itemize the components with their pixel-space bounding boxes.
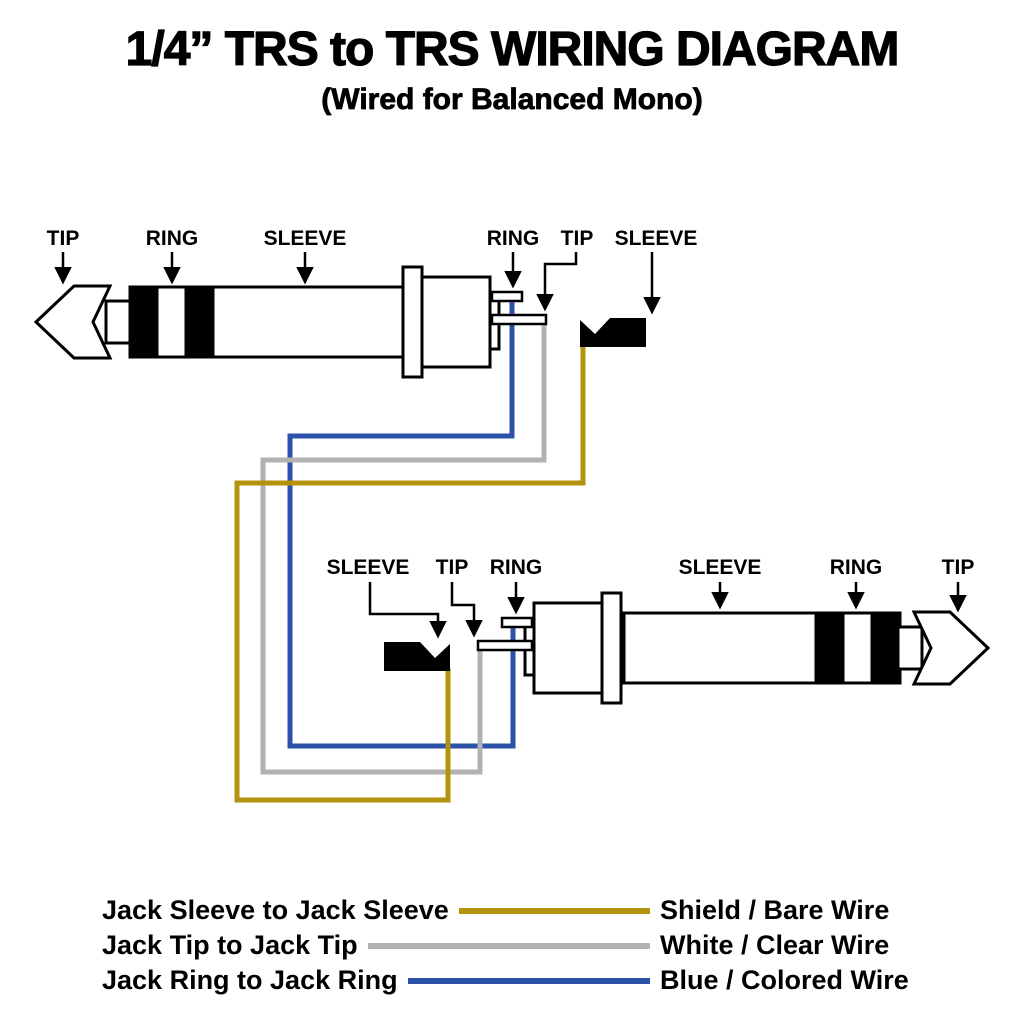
legend-white-wire-line [367, 942, 650, 949]
bottom-body [532, 601, 604, 695]
label-bottom-terminal-tip: TIP [436, 556, 469, 579]
legend-wire-type: Shield / Bare Wire [660, 895, 890, 925]
bottom-ring-band-2 [870, 611, 901, 685]
top-ring-band-1 [128, 285, 159, 359]
legend-connection: Jack Tip to Jack Tip [102, 930, 358, 960]
label-bottom-terminal-ring: RING [490, 556, 543, 579]
bottom-connector [384, 591, 991, 705]
legend-connection: Jack Ring to Jack Ring [102, 965, 398, 995]
wire-sleeve-to-sleeve [234, 344, 586, 803]
label-top-plug-sleeve: SLEEVE [264, 227, 347, 250]
bottom-collar [600, 591, 623, 705]
label-bottom-plug-tip: TIP [942, 556, 975, 579]
top-tip-terminal [490, 313, 548, 326]
top-ring-terminal [490, 290, 524, 303]
page-subtitle: (Wired for Balanced Mono) [321, 83, 703, 117]
label-bottom-plug-sleeve: SLEEVE [679, 556, 762, 579]
label-bottom-plug-ring: RING [830, 556, 883, 579]
bottom-tip-shape [911, 610, 991, 686]
top-connector [33, 265, 646, 379]
label-top-terminal-ring: RING [487, 227, 540, 250]
part-labels: TIP RING SLEEVE RING TIP SLEEVE SLEEVE T… [47, 227, 975, 579]
top-sleeve-terminal [580, 318, 646, 347]
bottom-sleeve-terminal [384, 642, 450, 671]
legend-wire-type: Blue / Colored Wire [660, 965, 909, 995]
legend-wire-type: White / Clear Wire [660, 930, 890, 960]
leader-bottom-sleeve-terminal [368, 582, 447, 639]
label-top-terminal-tip: TIP [561, 227, 594, 250]
label-top-plug-ring: RING [146, 227, 199, 250]
leader-bottom-tip-terminal [450, 582, 483, 638]
top-collar [401, 265, 424, 379]
legend-row-tip: Jack Tip to Jack Tip White / Clear Wire [102, 928, 922, 963]
bottom-ring-band-1 [814, 611, 845, 685]
top-sleeve-barrel [128, 285, 412, 359]
label-leaders [54, 252, 967, 639]
wire-ring-to-ring [287, 298, 516, 749]
legend-row-ring: Jack Ring to Jack Ring Blue / Colored Wi… [102, 963, 922, 998]
legend-row-sleeve: Jack Sleeve to Jack Sleeve Shield / Bare… [102, 893, 922, 928]
top-tip-shape [33, 284, 113, 360]
legend-shield-wire-line [458, 907, 650, 914]
diagram-header: 1/4” TRS to TRS WIRING DIAGRAM (Wired fo… [0, 22, 1024, 117]
top-body [420, 275, 492, 369]
label-top-plug-tip: TIP [47, 227, 80, 250]
label-top-terminal-sleeve: SLEEVE [615, 227, 698, 250]
page-title: 1/4” TRS to TRS WIRING DIAGRAM [125, 22, 900, 76]
leader-top-tip-terminal [536, 252, 578, 312]
label-bottom-terminal-sleeve: SLEEVE [327, 556, 410, 579]
wiring-legend: Jack Sleeve to Jack Sleeve Shield / Bare… [0, 893, 1024, 998]
top-insulator-neck [104, 299, 132, 345]
bottom-sleeve-barrel [622, 611, 902, 685]
legend-connection: Jack Sleeve to Jack Sleeve [102, 895, 449, 925]
bottom-ring-terminal [500, 616, 534, 629]
bottom-tip-terminal [476, 639, 534, 652]
legend-blue-wire-line [407, 977, 650, 984]
bottom-insulator-neck [896, 625, 924, 671]
wires [234, 298, 586, 803]
top-ring-band-2 [184, 285, 215, 359]
wire-tip-to-tip [260, 320, 547, 775]
